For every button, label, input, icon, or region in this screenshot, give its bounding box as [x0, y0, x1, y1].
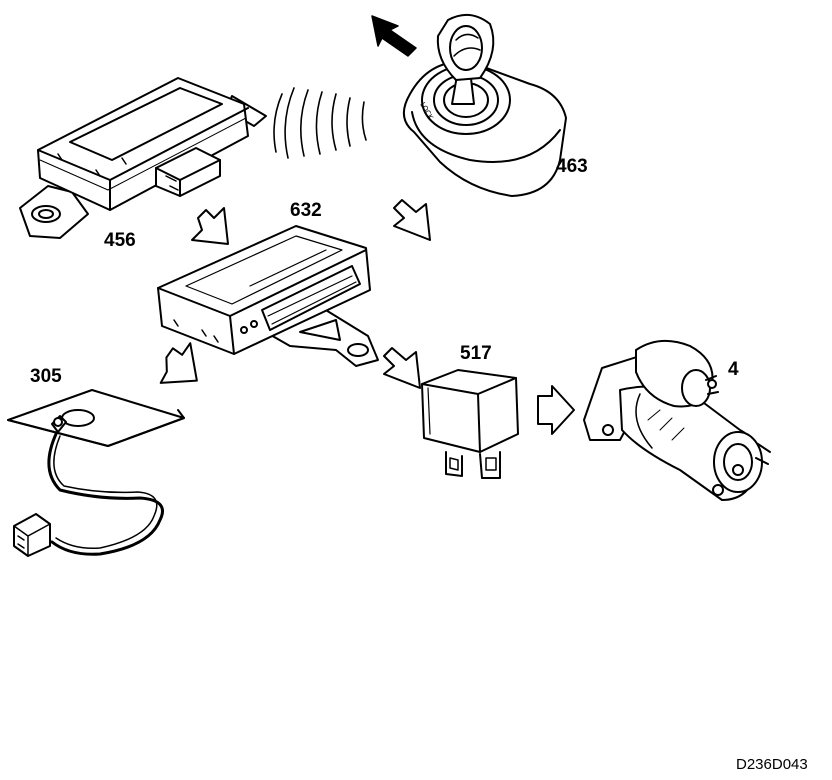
starter-motor-icon: [583, 339, 771, 501]
arrow-463-to-632-icon: [393, 199, 431, 241]
control-module-icon: [157, 225, 379, 367]
ignition-switch-icon: [371, 13, 567, 197]
label-4: 4: [728, 359, 739, 380]
figure-reference: D236D043: [736, 756, 808, 773]
relay-icon: [421, 369, 519, 479]
immobiliser-module-icon: [19, 77, 267, 239]
arrow-632-to-305-icon: [159, 342, 198, 384]
signal-waves-icon: [273, 87, 367, 159]
label-463: 463: [556, 156, 588, 177]
label-305: 305: [30, 366, 62, 387]
arrow-517-to-4-icon: [537, 385, 575, 435]
label-632: 632: [290, 200, 322, 221]
arrow-456-to-632-icon: [191, 207, 229, 245]
label-456: 456: [104, 230, 136, 251]
arrow-632-to-517-icon: [383, 347, 421, 389]
antenna-icon: [7, 389, 185, 557]
label-517: 517: [460, 343, 492, 364]
